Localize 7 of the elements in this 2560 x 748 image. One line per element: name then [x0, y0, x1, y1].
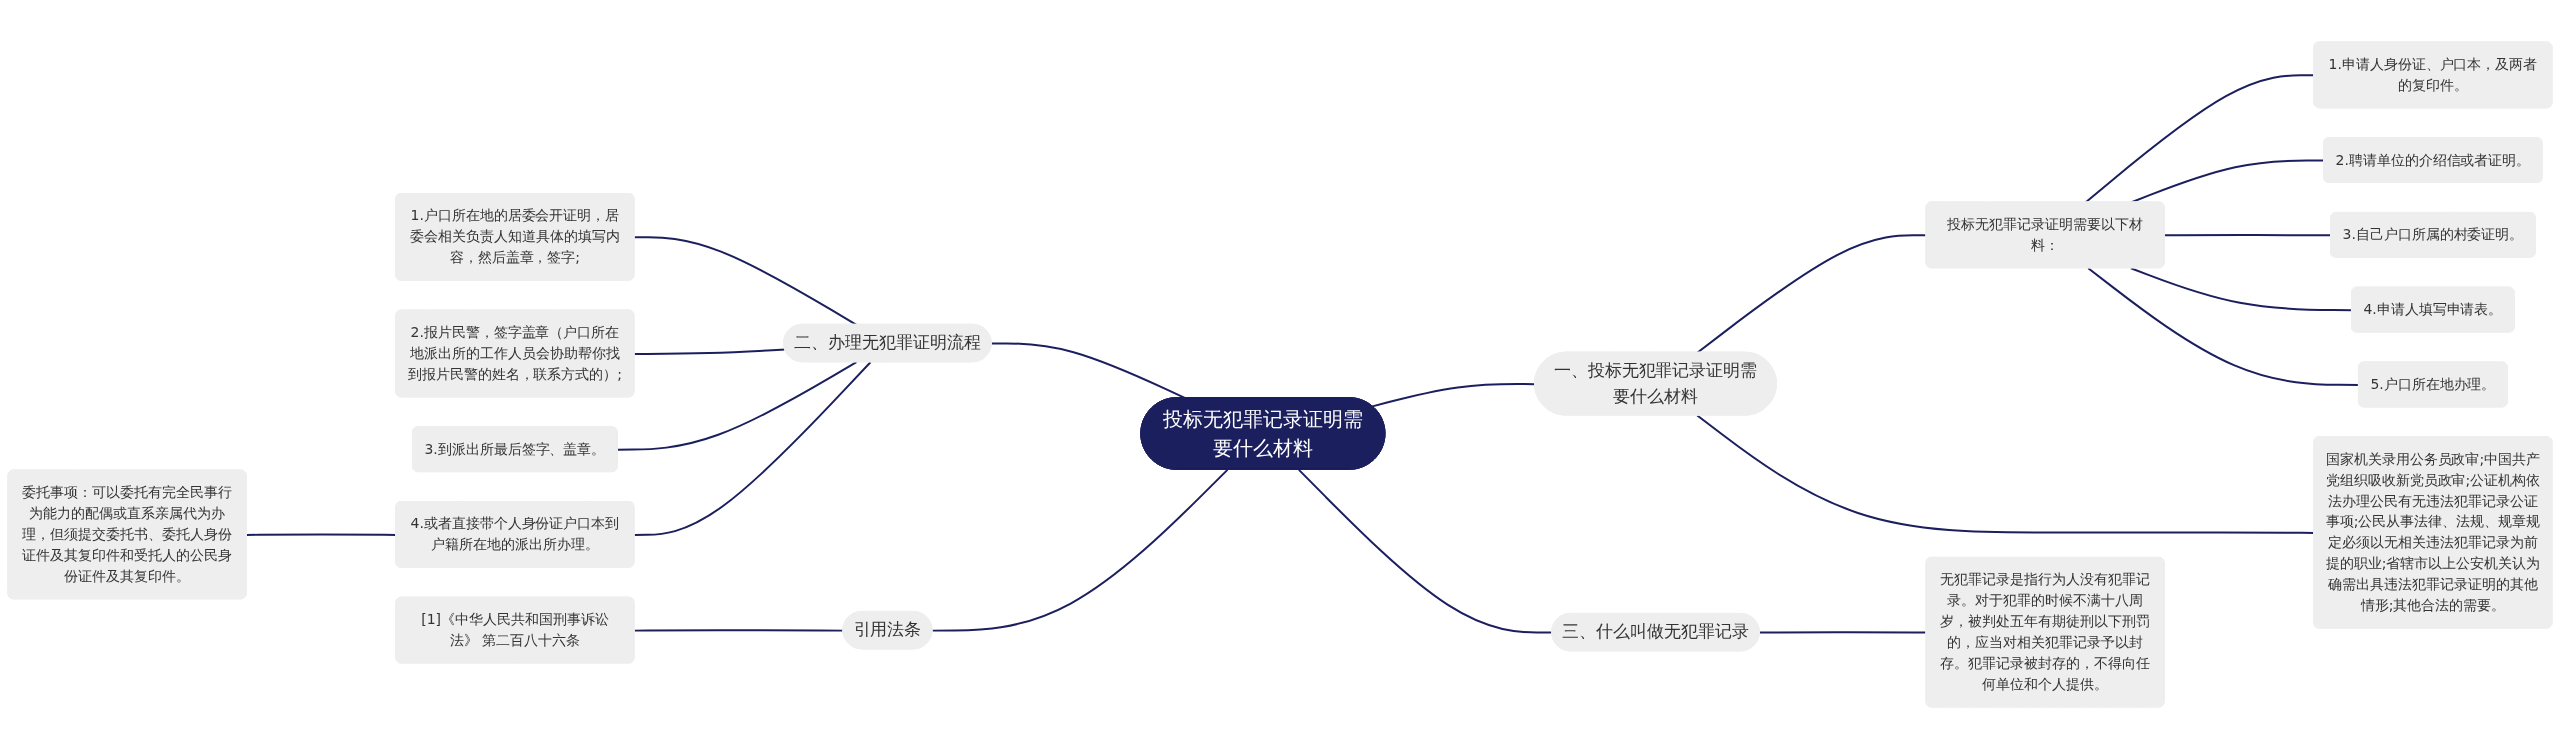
- connector: [616, 360, 858, 451]
- connector: [2129, 266, 2353, 311]
- connector: [633, 348, 787, 355]
- connector: [2087, 266, 2360, 386]
- connector: [633, 360, 872, 536]
- connector: [1371, 382, 1536, 407]
- connector: [931, 468, 1229, 632]
